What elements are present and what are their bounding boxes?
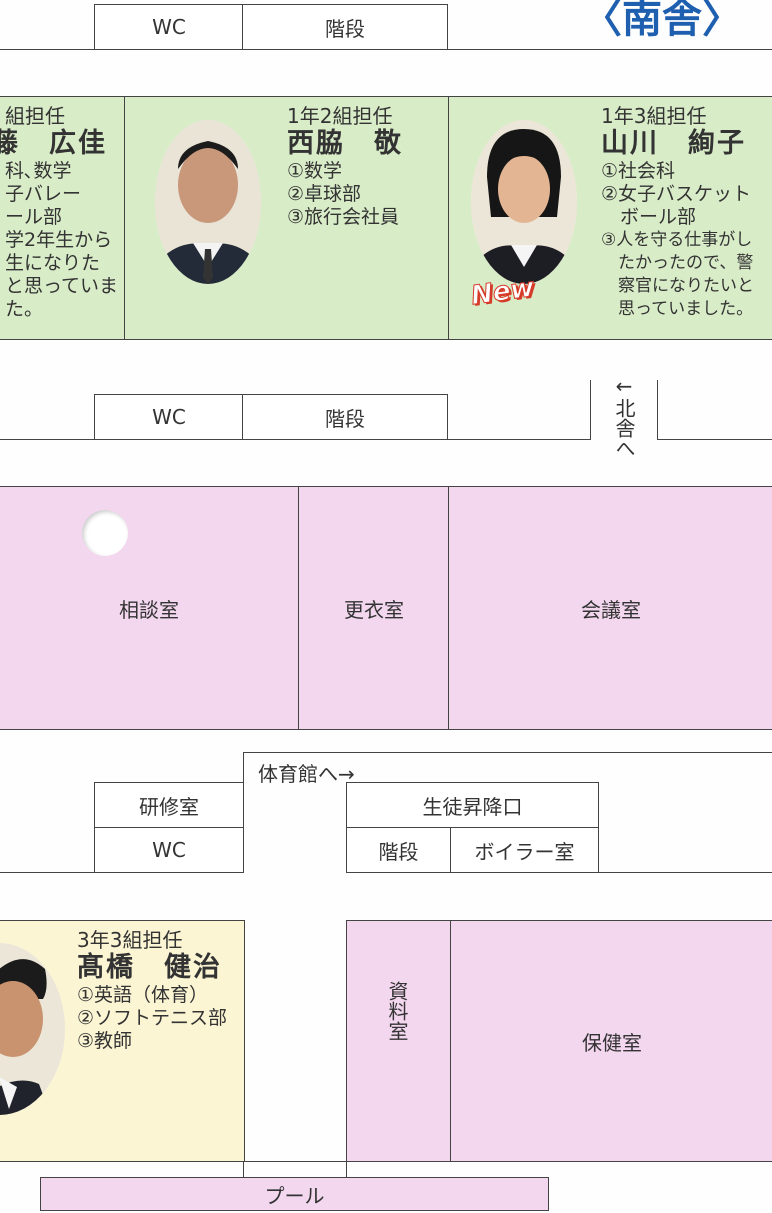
consultation-room-label: 相談室 <box>119 597 179 622</box>
teacher-role: 3年3組担任 <box>77 928 183 952</box>
teacher-info-line: ①英語（体育） <box>77 984 209 1006</box>
teacher-info-line: ①社会科 <box>601 160 676 182</box>
classroom-1-3: New 1年3組担任 山川 絢子 ①社会科 ②女子バスケット ボール部 ③人を守… <box>448 96 772 340</box>
teacher-info-line: たかったので、警 <box>601 253 754 273</box>
corridor-line <box>590 380 591 440</box>
health-room-label: 保健室 <box>582 1030 642 1055</box>
teacher-name: 髙橋 健治 <box>77 952 222 983</box>
teacher-photo <box>471 120 577 284</box>
teacher-info-line: 学2年生から <box>5 229 113 251</box>
training-room-label: 研修室 <box>139 794 199 819</box>
corridor-line <box>657 380 658 440</box>
student-entrance: 生徒昇降口 <box>346 782 599 828</box>
top-stairs-label: 階段 <box>325 16 365 41</box>
teacher-info-line: た。 <box>5 298 44 320</box>
boiler-room: ボイラー室 <box>450 827 599 873</box>
bottom-stairs-label: 階段 <box>378 839 419 864</box>
corridor-line <box>447 49 772 50</box>
corridor-line <box>447 439 591 440</box>
teacher-info-line: ③人を守る仕事がし <box>601 230 753 250</box>
teacher-info-line: 察官になりたいと <box>601 276 754 296</box>
north-building-label: ←北舎へ <box>612 374 636 458</box>
teacher-info-line: 子バレー <box>5 183 82 205</box>
corridor-line <box>0 49 95 50</box>
building-title: 〈南舎〉 <box>582 0 742 42</box>
meeting-room-label: 会議室 <box>581 597 641 622</box>
bottom-wc-label: WC <box>152 838 186 862</box>
pool-label: プール <box>264 1183 325 1208</box>
middle-stairs: 階段 <box>242 394 448 440</box>
top-stairs: 階段 <box>242 4 448 50</box>
teacher-role: 1年3組担任 <box>601 104 707 128</box>
teacher-info-line: 生になりた <box>5 252 101 274</box>
health-room: 保健室 <box>450 920 772 1162</box>
classroom-1-1: 組担任 藤 広佳 科､数学 子バレー ール部 学2年生から 生になりた と思って… <box>0 96 126 340</box>
boiler-room-label: ボイラー室 <box>474 839 575 864</box>
corridor-line <box>243 1161 244 1177</box>
teacher-info-line: 科､数学 <box>5 160 72 182</box>
corridor-line <box>243 752 772 753</box>
teacher-info-line: ②女子バスケット <box>601 183 752 205</box>
classroom-1-2: 1年2組担任 西脇 敬 ①数学 ②卓球部 ③旅行会社員 <box>124 96 450 340</box>
middle-wc-label: WC <box>152 405 186 429</box>
teacher-role: 組担任 <box>5 104 65 128</box>
gym-direction-label: 体育館へ→ <box>258 762 355 786</box>
middle-wc-room: WC <box>94 394 244 440</box>
corridor-line <box>245 1161 347 1162</box>
meeting-room: 会議室 <box>448 486 772 730</box>
corridor-line <box>0 439 95 440</box>
teacher-photo <box>0 943 65 1115</box>
pool: プール <box>40 1177 549 1211</box>
corridor-line <box>0 872 95 873</box>
materials-room: 資料室 <box>346 920 451 1162</box>
changing-room-label: 更衣室 <box>344 597 404 622</box>
teacher-info-line: ①数学 <box>287 160 343 182</box>
top-wc-label: WC <box>152 15 186 39</box>
bottom-stairs: 階段 <box>346 827 451 873</box>
training-room: 研修室 <box>94 782 244 828</box>
teacher-info-line: ②卓球部 <box>287 183 362 205</box>
materials-room-label: 資料室 <box>385 981 409 1041</box>
middle-stairs-label: 階段 <box>325 406 365 431</box>
teacher-info-line: ③旅行会社員 <box>287 206 400 228</box>
corridor-line <box>346 1161 347 1177</box>
student-entrance-label: 生徒昇降口 <box>422 794 523 819</box>
teacher-info-line: ール部 <box>5 206 63 228</box>
consultation-room: 相談室 <box>0 486 300 730</box>
top-wc-room: WC <box>94 4 244 50</box>
teacher-info-line: と思っていま <box>5 275 119 297</box>
teacher-role: 1年2組担任 <box>287 104 393 128</box>
teacher-name: 藤 広佳 <box>0 128 107 159</box>
punch-hole <box>82 510 128 556</box>
changing-room: 更衣室 <box>298 486 450 730</box>
teacher-name: 山川 絢子 <box>601 128 746 159</box>
bottom-wc-room: WC <box>94 827 244 873</box>
teacher-info-line: ②ソフトテニス部 <box>77 1007 228 1029</box>
classroom-3-3: 3年3組担任 髙橋 健治 ①英語（体育） ②ソフトテニス部 ③教師 <box>0 920 245 1162</box>
teacher-info-line: ③教師 <box>77 1030 133 1052</box>
corridor-line <box>657 439 772 440</box>
teacher-name: 西脇 敬 <box>287 128 403 159</box>
teacher-info-line: 思っていました。 <box>601 299 754 319</box>
teacher-info-line: ボール部 <box>601 206 697 228</box>
teacher-photo <box>155 120 261 284</box>
corridor-line <box>598 872 772 873</box>
